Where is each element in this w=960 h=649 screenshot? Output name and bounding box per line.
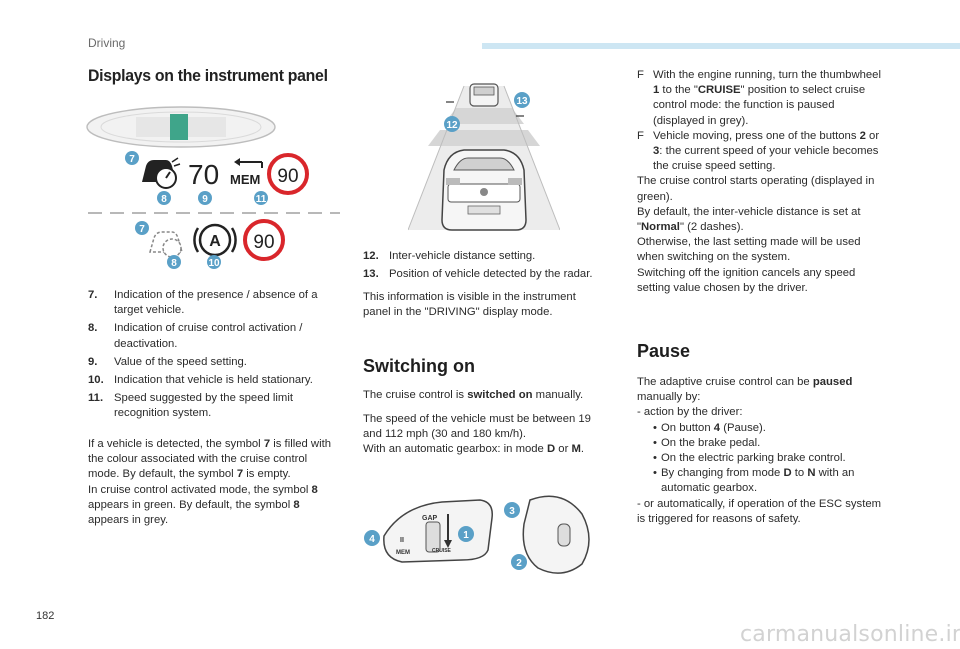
speed-limit-sign-bottom xyxy=(243,219,285,261)
stalk-end-knob xyxy=(522,495,590,574)
distance-dash-2 xyxy=(428,130,540,146)
pause-heading: Pause xyxy=(637,341,691,361)
svg-text:3: 3 xyxy=(509,506,515,517)
badge-9: 9 xyxy=(198,191,212,205)
cruise-stalk: GAP MEM II CRUISE xyxy=(383,499,493,563)
cruise-stalk-illustration: GAP MEM II CRUISE 4 1 3 2 xyxy=(364,495,590,574)
svg-text:7: 7 xyxy=(129,154,135,165)
mem-arrow-icon xyxy=(234,158,263,168)
target-vehicle-icon xyxy=(142,157,181,189)
hold-stationary-icon: A xyxy=(193,223,237,257)
badge-3: 3 xyxy=(504,502,520,518)
instrument-panel-illustration: 70 MEM 90 7 8 9 11 A 90 7 8 10 xyxy=(86,106,340,269)
legend-item: 9.Value of the speed setting. xyxy=(88,355,247,368)
instruction-item: F Vehicle moving, press one of the butto… xyxy=(637,129,880,173)
svg-text:13: 13 xyxy=(516,96,528,107)
gap-label: GAP xyxy=(422,515,438,522)
svg-text:7: 7 xyxy=(139,224,145,235)
badge-10: 10 xyxy=(207,255,221,269)
svg-text:8: 8 xyxy=(161,194,167,205)
target-vehicle-empty-icon xyxy=(149,231,183,258)
legend-item: 8.Indication of cruise control activatio… xyxy=(88,322,303,350)
pause-sub-item: •On button 4 (Pause). xyxy=(653,421,766,434)
speed-limit-top: 90 xyxy=(277,166,298,187)
legend-mid: 12.Inter-vehicle distance setting. 13.Po… xyxy=(363,249,613,285)
pause-sub-item: •On the electric parking brake control. xyxy=(653,452,846,465)
detected-vehicle xyxy=(469,83,499,107)
watermark: carmanualsonline.info xyxy=(740,622,960,647)
svg-text:A: A xyxy=(209,233,221,250)
legend-item: 7.Indication of the presence / absence o… xyxy=(88,289,318,317)
own-vehicle xyxy=(441,149,527,231)
badge-4: 4 xyxy=(364,530,380,546)
badge-7-bottom: 7 xyxy=(135,221,149,235)
legend-item: 10.Indication that vehicle is held stati… xyxy=(88,374,313,387)
right-column: F With the engine running, turn the thum… xyxy=(637,68,883,296)
page-number: 182 xyxy=(36,610,55,622)
mid-info: This information is visible in the instr… xyxy=(363,291,576,319)
pause-sub-item: •On the brake pedal. xyxy=(653,436,761,449)
switching-p1: The cruise control is switched on manual… xyxy=(363,389,584,401)
page-title: Displays on the instrument panel xyxy=(88,66,328,85)
left-paragraph: If a vehicle is detected, the symbol 7 i… xyxy=(88,438,332,527)
legend-item: 13.Position of vehicle detected by the r… xyxy=(363,268,593,281)
header-bar xyxy=(482,43,960,49)
legend-left: 7.Indication of the presence / absence o… xyxy=(88,288,338,425)
svg-text:8: 8 xyxy=(171,258,177,269)
mem-label: MEM xyxy=(230,172,260,187)
switching-on-heading: Switching on xyxy=(363,356,475,376)
badge-13: 13 xyxy=(514,92,530,108)
svg-text:12: 12 xyxy=(446,120,458,131)
distance-dash-1 xyxy=(444,108,524,124)
cruise-label: CRUISE xyxy=(432,548,452,554)
legend-item: 11.Speed suggested by the speed limit re… xyxy=(88,392,293,420)
speed-limit-bottom: 90 xyxy=(253,232,274,253)
pause-symbol: II xyxy=(400,537,404,544)
switching-p2: The speed of the vehicle must be between… xyxy=(363,413,591,456)
svg-text:4: 4 xyxy=(369,534,375,545)
badge-2: 2 xyxy=(511,554,527,570)
badge-1: 1 xyxy=(458,526,474,542)
pause-content: The adaptive cruise control can be pause… xyxy=(637,376,882,525)
mem-stalk-label: MEM xyxy=(396,550,410,556)
badge-7-top: 7 xyxy=(125,151,139,165)
speed-value: 70 xyxy=(188,159,219,190)
svg-text:1: 1 xyxy=(463,530,469,541)
badge-8-top: 8 xyxy=(157,191,171,205)
badge-12: 12 xyxy=(444,116,460,132)
speed-limit-sign-top xyxy=(267,153,309,195)
svg-text:11: 11 xyxy=(256,194,267,205)
thumbwheel xyxy=(425,521,441,553)
badge-8-bottom: 8 xyxy=(167,255,181,269)
pause-sub-item: •By changing from mode D to N with an au… xyxy=(653,467,855,495)
section-label: Driving xyxy=(88,36,126,50)
svg-text:9: 9 xyxy=(202,194,208,205)
road-illustration: 12 13 xyxy=(408,83,560,231)
instruction-item: F With the engine running, turn the thum… xyxy=(637,69,881,127)
badge-11: 11 xyxy=(254,191,268,205)
svg-text:10: 10 xyxy=(208,258,220,269)
svg-text:2: 2 xyxy=(516,558,522,569)
legend-item: 12.Inter-vehicle distance setting. xyxy=(363,250,536,262)
gauge-indicator xyxy=(170,114,188,140)
